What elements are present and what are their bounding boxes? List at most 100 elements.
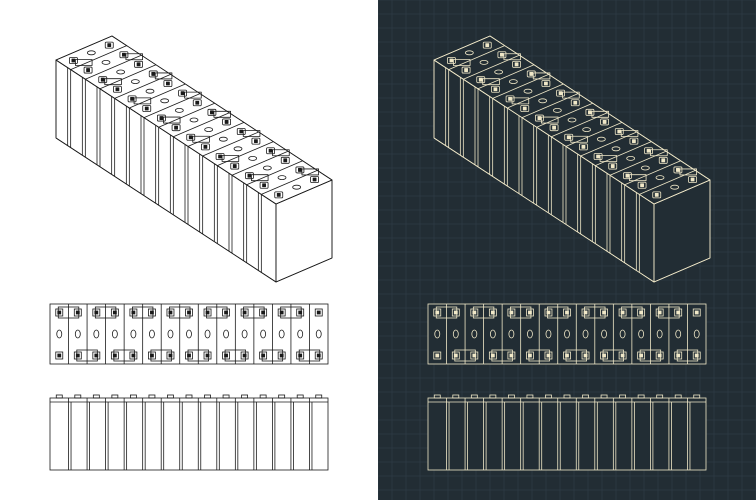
iso-terminal-bolt [107, 43, 112, 48]
top-terminal-bolt [528, 310, 532, 315]
top-vent [638, 329, 645, 339]
top-busbar [491, 349, 513, 362]
top-terminal-bolt [657, 353, 662, 358]
top-terminal-bolt [546, 353, 551, 358]
iso-top-seam [231, 150, 289, 176]
iso-terminal [556, 89, 565, 97]
iso-terminal-bolt [537, 116, 542, 120]
front-terminal-stub [600, 394, 608, 399]
iso-outline-bottom [433, 137, 655, 283]
iso-terminal-bolt [115, 87, 120, 92]
iso-terminal [623, 172, 632, 180]
iso-terminal-bolt [188, 135, 193, 140]
iso-terminal [579, 143, 588, 151]
top-terminal-bolt [205, 310, 210, 315]
iso-vent [567, 117, 577, 123]
top-terminal [92, 308, 101, 317]
top-terminal-bolt [620, 310, 625, 315]
iso-vent [464, 50, 474, 56]
front-terminal-stub [204, 394, 211, 399]
top-busbar [602, 349, 624, 362]
iso-top-seam [580, 131, 637, 157]
iso-terminal-bolt [100, 77, 105, 82]
front-terminal-stub [545, 394, 552, 399]
iso-terminal-bolt [617, 129, 622, 134]
top-terminal-bolt [187, 310, 191, 315]
top-busbar [298, 349, 321, 362]
top-vent [675, 329, 682, 339]
top-terminal-bolt [242, 310, 247, 315]
light-drawing-canvas [49, 35, 333, 471]
top-terminal [110, 351, 119, 360]
top-terminal [259, 351, 268, 360]
top-terminal [655, 351, 664, 360]
iso-terminal-bolt [544, 81, 548, 86]
iso-terminal [192, 99, 202, 107]
top-busbar [57, 306, 80, 319]
top-busbar [243, 306, 265, 319]
top-terminal-bolt [565, 310, 569, 315]
top-vent [223, 329, 229, 339]
top-vent [434, 329, 441, 339]
iso-terminal-bolt [625, 173, 630, 178]
iso-terminal [570, 99, 580, 107]
iso-top-seam [609, 150, 667, 176]
iso-terminal [104, 41, 114, 49]
iso-vent [292, 184, 302, 190]
top-terminal-bolt [168, 353, 173, 358]
iso-top-seam [551, 112, 608, 138]
iso-terminal [274, 191, 284, 199]
top-terminal-bolt [57, 310, 62, 315]
iso-terminal [127, 95, 137, 103]
front-terminal-stub [315, 394, 323, 399]
front-terminal-stub [656, 394, 664, 399]
front-terminal-stub [278, 394, 286, 399]
iso-terminal-bolt [232, 164, 237, 168]
front-view [427, 394, 707, 471]
iso-terminal [186, 133, 196, 141]
top-terminal [166, 351, 175, 360]
iso-vent [523, 88, 533, 94]
iso-terminal [69, 57, 78, 64]
top-terminal-bolt [435, 310, 440, 315]
iso-terminal-bolt [144, 106, 149, 111]
iso-terminal-bolt [588, 110, 592, 115]
front-view [49, 394, 329, 471]
top-vent [204, 329, 211, 339]
top-terminal-bolt [509, 353, 514, 358]
top-terminal [637, 351, 646, 360]
iso-terminal [113, 85, 122, 93]
top-vent [545, 329, 552, 339]
top-busbar [658, 306, 680, 319]
top-terminal [314, 351, 323, 360]
iso-terminal-bolt [203, 144, 208, 149]
top-terminal-bolt [242, 353, 247, 358]
iso-terminal [245, 172, 254, 180]
iso-terminal [230, 162, 240, 170]
iso-terminal [83, 66, 93, 74]
top-terminal-bolt [453, 353, 458, 358]
iso-terminal [119, 51, 129, 59]
iso-terminal-bolt [514, 62, 519, 67]
top-terminal-bolt [224, 353, 228, 358]
top-terminal [148, 351, 156, 360]
iso-top-seam [202, 131, 259, 157]
iso-terminal-bolt [449, 58, 454, 63]
iso-vent [277, 175, 287, 181]
top-busbar [224, 349, 246, 362]
top-busbar [454, 349, 476, 362]
iso-terminal [266, 147, 275, 155]
iso-terminal [673, 166, 683, 174]
top-terminal-bolt [224, 310, 228, 315]
top-terminal [240, 308, 249, 317]
iso-vent [189, 117, 199, 123]
iso-vent [640, 165, 650, 171]
top-terminal-bolt [657, 310, 662, 315]
top-terminal-bolt [261, 353, 266, 358]
top-busbar [528, 349, 550, 362]
top-terminal [148, 308, 156, 317]
iso-outline-bottom [653, 257, 711, 283]
iso-top-seam [639, 170, 696, 195]
iso-terminal-bolt [218, 154, 222, 159]
iso-outline-bottom [275, 257, 333, 283]
